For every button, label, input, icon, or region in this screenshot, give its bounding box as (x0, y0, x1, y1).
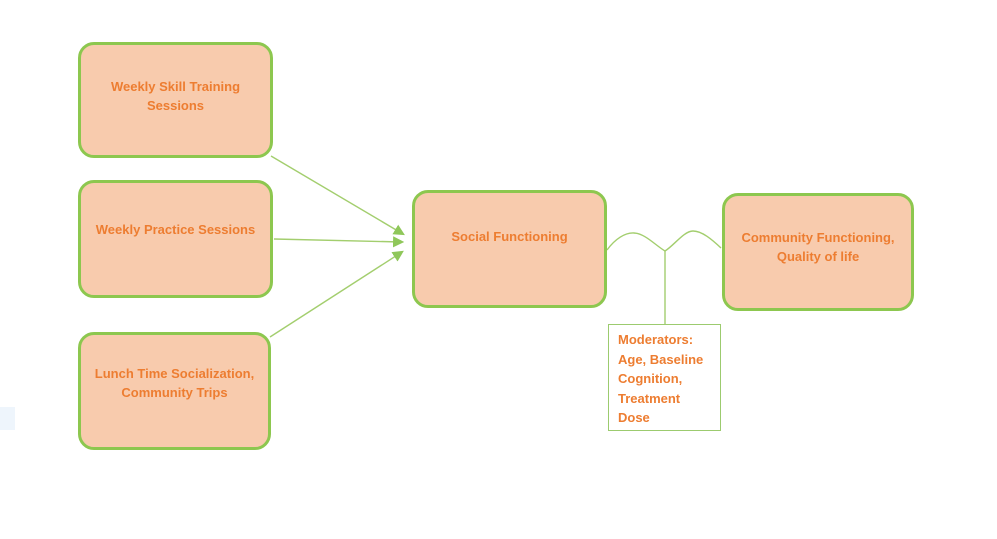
node-label-line: Quality of life (776, 249, 860, 264)
node-moderators[interactable]: Moderators: Age, Baseline Cognition, Tre… (608, 324, 721, 431)
node-weekly-skill-training-sessions[interactable]: Weekly Skill Training Sessions (78, 42, 273, 158)
node-community-functioning-quality-of-life[interactable]: Community Functioning, Quality of life (722, 193, 914, 311)
moderators-label-line: Age, Baseline (618, 351, 704, 367)
node-label-line: Weekly Practice Sessions (95, 221, 256, 237)
node-label-line: Community Functioning, (741, 230, 895, 245)
moderators-label-line: Dose (618, 410, 650, 425)
moderators-label-line: Moderators: (618, 332, 694, 347)
node-label-line: Social Functioning (451, 228, 568, 244)
node-label-line: Lunch Time Socialization, (94, 366, 255, 381)
node-weekly-practice-sessions[interactable]: Weekly Practice Sessions (78, 180, 273, 298)
node-label-line: Community Trips (121, 385, 228, 400)
connector-lunch-to-social (269, 250, 404, 338)
node-social-functioning[interactable]: Social Functioning (412, 190, 607, 308)
moderators-label-line: Treatment (618, 390, 681, 406)
left-edge-artifact (0, 407, 15, 430)
moderators-label-line: Cognition, (618, 371, 683, 386)
node-label-line: Sessions (146, 98, 205, 113)
node-lunch-time-socialization-community-trips[interactable]: Lunch Time Socialization, Community Trip… (78, 332, 271, 450)
connector-social-to-community-wavy (606, 230, 722, 252)
connector-practice-to-social (273, 236, 405, 248)
node-label-line: Weekly Skill Training (110, 79, 241, 94)
connector-skill-training-to-social (270, 155, 405, 236)
